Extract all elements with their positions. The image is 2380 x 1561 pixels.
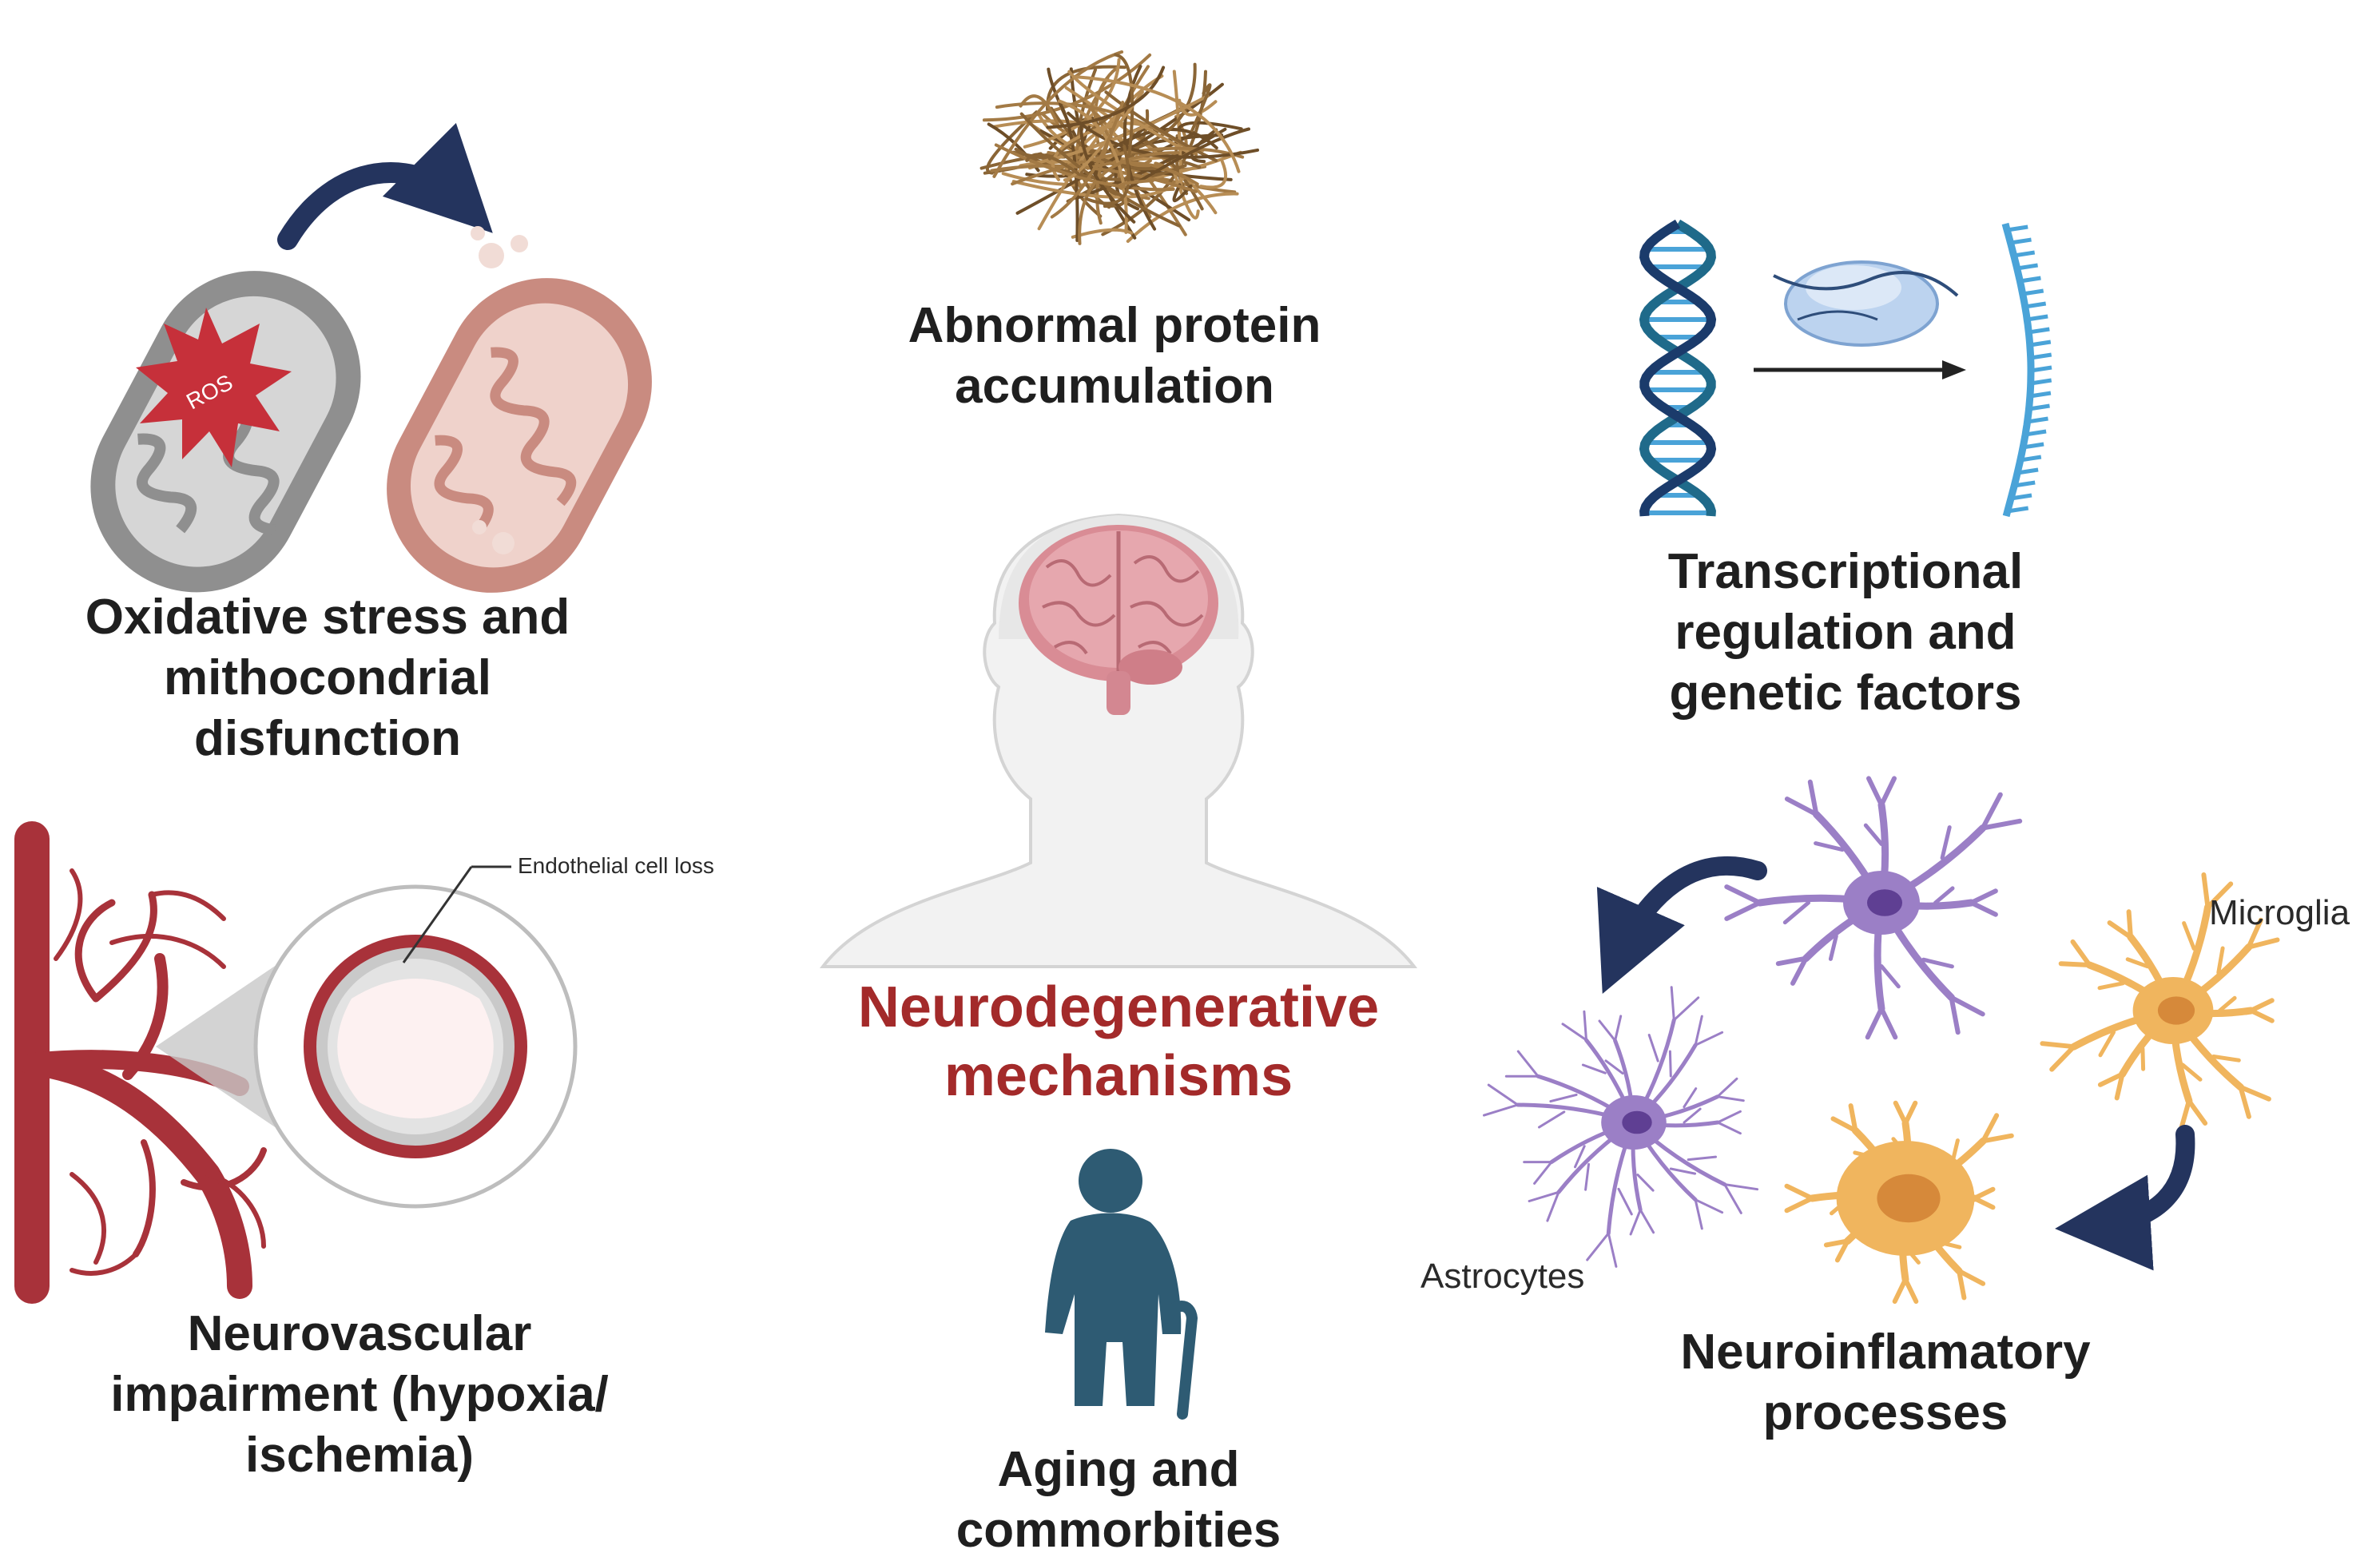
center-title-line-2: mechanisms — [944, 1044, 1293, 1108]
protein-aggregate-illustration — [979, 50, 1259, 245]
inflammation-arrow-top — [1596, 856, 1767, 994]
oxidation-arrow — [277, 122, 493, 250]
neurovascular-illustration — [14, 821, 578, 1304]
blood-vessel-tree — [14, 821, 267, 1304]
aging-line-2: commorbities — [956, 1503, 1281, 1558]
neurovascular-line-1: Neurovascular — [187, 1306, 532, 1361]
oxidative-stress-illustration: ROS — [90, 122, 652, 593]
protein-accumulation-label: Abnormal protein accumulation — [847, 296, 1382, 417]
transcriptional-line-1: Transcriptional — [1667, 544, 2024, 599]
head-brain-illustration — [819, 513, 1418, 968]
neuroinflammatory-label: Neuroinflamatory processes — [1622, 1322, 2149, 1444]
neurovascular-label: Neurovascular impairment (hypoxia/ ische… — [48, 1304, 671, 1486]
zoom-cone — [156, 955, 292, 1138]
neurovascular-line-2: impairment (hypoxia/ — [110, 1367, 609, 1422]
ros-burst: ROS — [136, 308, 292, 467]
astrocyte-cell-top — [1724, 776, 2023, 1040]
center-title-line-1: Neurodegenerative — [857, 975, 1380, 1039]
rna-strand — [2001, 222, 2052, 518]
microglia-cell-top — [2040, 872, 2280, 1130]
oxidative-line-1: Oxidative stress and — [85, 590, 570, 645]
inflammation-arrow-bottom — [2055, 1125, 2195, 1271]
protein-line-1: Abnormal protein — [908, 298, 1321, 353]
transcription-illustration — [1639, 219, 2052, 518]
endothelial-annotation: Endothelial cell loss — [518, 853, 714, 878]
aging-label: Aging and commorbities — [879, 1440, 1358, 1561]
protein-line-2: accumulation — [955, 359, 1274, 414]
aging-line-1: Aging and — [997, 1442, 1240, 1497]
damaged-mitochondrion — [387, 226, 652, 593]
astrocytes-annotation: Astrocytes — [1420, 1257, 1585, 1296]
glia-illustration — [1483, 776, 2280, 1304]
neurovascular-line-3: ischemia) — [244, 1428, 475, 1483]
transcriptional-line-3: genetic factors — [1669, 665, 2022, 721]
astrocyte-cell-left — [1483, 986, 1759, 1268]
neuroinflammatory-line-2: processes — [1762, 1385, 2008, 1440]
polymerase-enzyme — [1773, 260, 1959, 347]
oxidative-line-2: mithocondrial — [164, 650, 491, 705]
vessel-cross-section — [304, 935, 527, 1158]
oxidative-line-3: disfunction — [193, 711, 462, 766]
brain — [1019, 525, 1218, 715]
elderly-person-icon — [1045, 1149, 1198, 1420]
center-title: Neurodegenerative mechanisms — [799, 973, 1438, 1110]
neuroinflammatory-line-1: Neuroinflamatory — [1680, 1325, 2091, 1380]
microglia-cell-bottom — [1784, 1100, 2014, 1304]
oxidative-stress-label: Oxidative stress and mithocondrial disfu… — [32, 587, 623, 769]
transcriptional-line-2: regulation and — [1675, 605, 2016, 660]
endothelial-pointer — [402, 866, 473, 963]
dna-helix — [1639, 219, 1717, 517]
transcriptional-label: Transcriptional regulation and genetic f… — [1598, 542, 2093, 724]
microglia-annotation: Microglia — [2209, 893, 2350, 932]
